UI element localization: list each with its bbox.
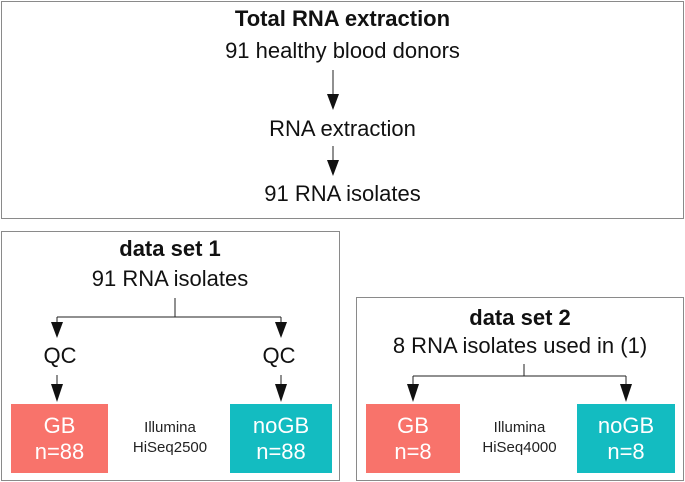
dataset1-gb-count: n=88 — [34, 438, 85, 464]
dataset1-qc-left: QC — [43, 343, 77, 368]
dataset1-title: data set 1 — [119, 236, 221, 261]
dataset1-platform-line2: HiSeq2500 — [132, 439, 208, 456]
arrowhead-ds2-nogb — [620, 384, 632, 402]
dataset2-gb-box: GB n=8 — [366, 404, 460, 473]
dataset1-nogb-label: noGB — [252, 412, 310, 438]
dataset2-gb-count: n=8 — [394, 438, 432, 464]
dataset2-platform-line1: Illumina — [493, 419, 546, 436]
dataset2-title: data set 2 — [469, 305, 571, 330]
donors-text: 91 healthy blood donors — [225, 38, 460, 63]
dataset2-platform-line2: HiSeq4000 — [482, 439, 557, 456]
dataset1-qc-right: QC — [262, 343, 296, 368]
dataset1-platform: Illumina HiSeq2500 — [110, 418, 230, 458]
arrowhead-ds1-gb — [51, 384, 63, 402]
dataset1-gb-label: GB — [43, 412, 76, 438]
dataset2-nogb-label: noGB — [597, 412, 655, 438]
arrowhead-ds1-qc-right — [275, 322, 287, 338]
arrowhead-ds1-nogb — [275, 384, 287, 402]
dataset2-gb-label: GB — [397, 412, 429, 438]
dataset2-platform: Illumina HiSeq4000 — [462, 418, 577, 458]
dataset1-platform-line1: Illumina — [144, 419, 196, 436]
total-rna-panel — [1, 1, 684, 219]
extraction-step-text: RNA extraction — [269, 116, 416, 141]
dataset1-nogb-count: n=88 — [256, 438, 306, 464]
dataset2-subtitle: 8 RNA isolates used in (1) — [392, 333, 648, 358]
arrowhead-extraction — [327, 94, 339, 110]
arrowhead-ds1-qc-left — [51, 322, 63, 338]
arrowhead-ds2-gb — [407, 384, 419, 402]
dataset1-gb-box: GB n=88 — [11, 404, 108, 473]
total-rna-title: Total RNA extraction — [234, 6, 451, 31]
dataset2-nogb-box: noGB n=8 — [577, 404, 675, 473]
dataset2-nogb-count: n=8 — [607, 438, 645, 464]
isolates-result-text: 91 RNA isolates — [264, 181, 421, 206]
arrowhead-isolates — [327, 160, 339, 176]
dataset1-subtitle: 91 RNA isolates — [91, 266, 249, 291]
dataset1-nogb-box: noGB n=88 — [230, 404, 332, 473]
